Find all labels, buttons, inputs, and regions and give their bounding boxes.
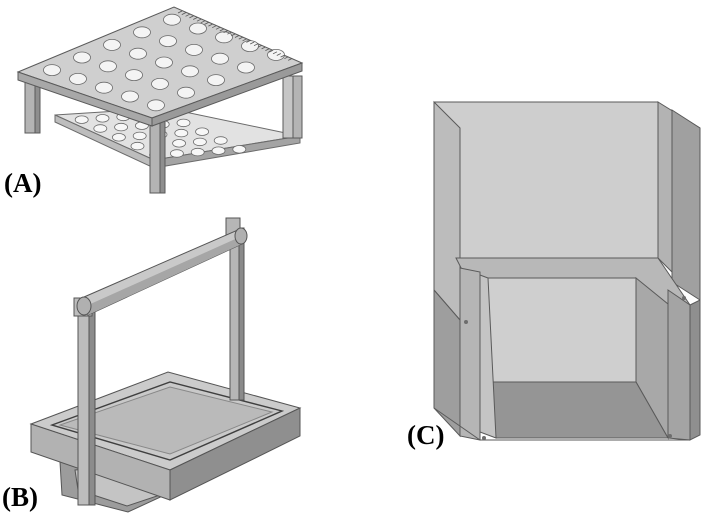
rack-lower-hole xyxy=(213,136,228,145)
rack-scale-tick xyxy=(177,10,183,14)
rack-scale-tick xyxy=(208,23,213,27)
rack-top-hole xyxy=(133,26,151,39)
panel-b-label: (B) xyxy=(2,482,38,512)
rack-scale-tick xyxy=(200,20,205,24)
rack-top-hole xyxy=(215,31,233,44)
rack-lower-hole xyxy=(74,115,89,124)
rack-top-hole xyxy=(155,56,173,69)
rack-lower-hole xyxy=(169,149,184,158)
rack-scale-tick xyxy=(280,54,285,58)
rack-top-hole xyxy=(163,13,181,26)
rack-scale-tick xyxy=(234,35,240,38)
rack-lower-hole xyxy=(174,128,189,138)
rack-scale-tick xyxy=(212,25,217,29)
rack-scale-tick xyxy=(269,49,274,53)
rack-lower-hole xyxy=(172,139,187,148)
panel-c-label: (C) xyxy=(407,420,445,450)
rack-scale-tick xyxy=(238,36,243,40)
rack-scale-tick xyxy=(196,18,202,22)
rack-scale-tick xyxy=(189,15,194,19)
rack-top-hole xyxy=(241,40,259,52)
rack-scale-tick xyxy=(242,38,247,42)
rack-top-hole xyxy=(43,64,61,76)
panel-b-platform xyxy=(29,217,302,513)
rack-top-hole xyxy=(151,78,169,90)
handle-bar xyxy=(76,227,248,316)
rack-lower-hole xyxy=(132,131,147,141)
rack-scale-tick xyxy=(272,51,278,55)
rack-top-hole xyxy=(237,61,255,74)
rack-scale-tick xyxy=(204,22,209,25)
rack-scale-tick xyxy=(288,58,293,61)
rack-lower-hole xyxy=(190,147,205,157)
rack-lower-hole xyxy=(93,124,108,133)
rack-top-hole xyxy=(129,47,147,60)
rack-top-hole xyxy=(103,39,121,51)
rack-scale-tick xyxy=(193,17,198,20)
rack-lower-hole xyxy=(232,145,247,154)
rack-scale-tick xyxy=(231,33,236,37)
rack-scale-ticks xyxy=(177,10,293,61)
rack-scale-tick xyxy=(261,46,266,50)
rack-scale-tick xyxy=(276,53,281,56)
rack-scale-tick xyxy=(219,28,224,32)
panel-a-label: (A) xyxy=(4,168,42,198)
rack-scale-tick xyxy=(227,31,232,35)
rack-scale-tick xyxy=(246,40,251,43)
rack-lower-hole xyxy=(114,122,128,132)
rack-top-hole xyxy=(147,99,165,112)
rack-top-hole xyxy=(121,90,139,103)
rack-lower-hole xyxy=(176,118,191,128)
rack-top-hole xyxy=(73,51,91,64)
rack-top-hole xyxy=(159,35,177,47)
rack-top-hole xyxy=(207,74,225,86)
rack-top-hole xyxy=(189,22,207,35)
rack-lower-hole xyxy=(130,141,145,151)
rack-scale-tick xyxy=(215,26,221,30)
rack-scale-tick xyxy=(265,48,270,51)
rack-scale-tick xyxy=(253,43,259,47)
panel-a-rack xyxy=(16,6,304,194)
rack-top-hole xyxy=(267,49,285,61)
rack-top-hole xyxy=(185,44,203,56)
rack-top-hole xyxy=(99,60,117,73)
rack-scale-tick xyxy=(185,13,190,17)
rack-top-hole xyxy=(69,73,87,85)
rack-top-hole xyxy=(95,81,113,94)
panel-c-enclosure xyxy=(433,100,701,441)
rack-scale-tick xyxy=(250,41,255,45)
rack-top-hole xyxy=(177,86,195,99)
rack-lower-hole xyxy=(95,114,110,123)
rack-top-hole xyxy=(181,65,199,78)
rack-top-hole xyxy=(125,69,143,81)
rack-scale-tick xyxy=(223,30,228,33)
rack-top-holes xyxy=(43,13,285,112)
rack-lower-hole xyxy=(195,127,210,136)
rack-scale-tick xyxy=(257,44,262,48)
rack-scale-tick xyxy=(284,56,289,60)
rack-top-hole xyxy=(211,52,229,65)
rack-lower-hole xyxy=(112,133,126,142)
rack-lower-hole xyxy=(211,146,226,155)
rack-scale-tick xyxy=(181,12,186,15)
rack-top-plate xyxy=(16,6,304,127)
rack-lower-hole xyxy=(192,137,207,147)
